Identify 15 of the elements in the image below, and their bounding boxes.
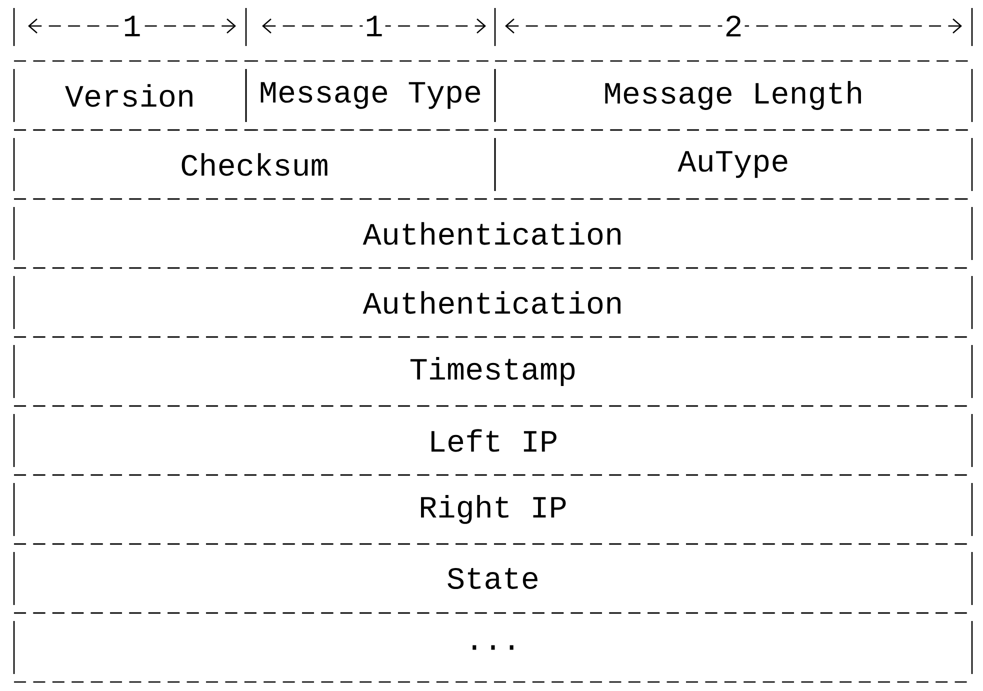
dimension-label: 1 <box>120 14 144 38</box>
field-box: AuType <box>494 129 973 200</box>
field-box: Authentication <box>13 267 973 338</box>
field-box: Checksum <box>13 129 496 200</box>
field-box: Message Length <box>494 60 973 131</box>
field-box: Authentication <box>13 198 973 269</box>
field-box: ... <box>13 612 973 683</box>
field-box: Left IP <box>13 405 973 476</box>
field-box: Message Type <box>245 60 496 131</box>
field-box: State <box>13 543 973 614</box>
field-box: Right IP <box>13 474 973 545</box>
field-box: Timestamp <box>13 336 973 407</box>
field-box: Version <box>13 60 247 131</box>
dimension-label: 1 <box>362 14 386 38</box>
dimension-label: 2 <box>722 14 745 38</box>
